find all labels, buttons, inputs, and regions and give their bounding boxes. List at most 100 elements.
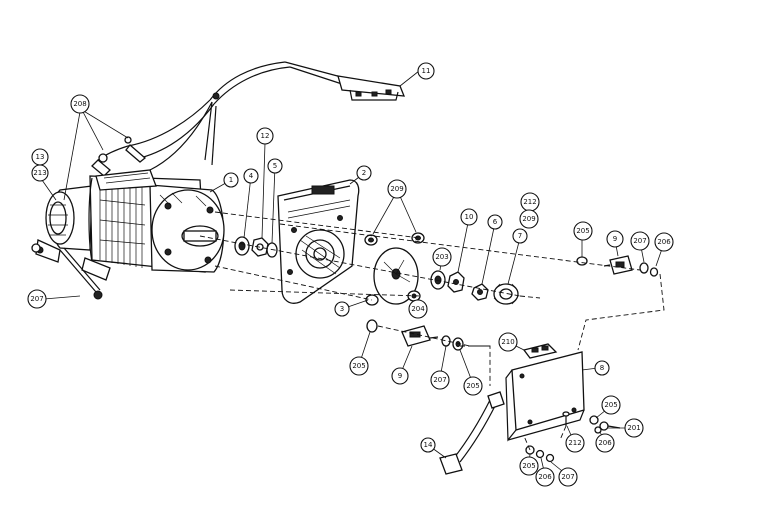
- callout-label: 209: [522, 215, 535, 223]
- nut-206c: [535, 449, 545, 459]
- callout-label: 12: [261, 132, 270, 140]
- callout-label: 204: [411, 305, 425, 313]
- callout-label: 205: [522, 462, 535, 470]
- callout-c11: 11: [417, 62, 435, 80]
- callout-label: 212: [523, 198, 536, 206]
- callout-label: 6: [493, 218, 498, 226]
- callout-c204: 204: [408, 299, 428, 319]
- callout-label: 210: [501, 338, 514, 346]
- washer-207a: [639, 262, 649, 274]
- callout-c205d: 205: [601, 395, 621, 415]
- gear-7: [493, 283, 519, 305]
- callout-c8: 8: [594, 360, 610, 376]
- callout-c206c: 206: [535, 467, 555, 487]
- callout-label: 207: [633, 237, 646, 245]
- washer-201: [599, 421, 621, 431]
- disc: [373, 247, 419, 305]
- nut-10: [447, 271, 465, 293]
- washer-207d: [545, 453, 555, 463]
- callout-c207b: 207: [27, 289, 47, 309]
- motor-housing: [31, 169, 225, 300]
- callout-label: 3: [340, 305, 344, 313]
- callout-c206a: 206: [654, 232, 674, 252]
- callout-label: 206: [598, 439, 612, 447]
- callout-label: 2: [362, 169, 366, 177]
- callout-label: 207: [561, 473, 574, 481]
- callout-c1: 1: [223, 172, 239, 188]
- callout-label: 4: [249, 172, 254, 180]
- callout-c7: 7: [512, 228, 528, 244]
- callout-c5: 5: [267, 158, 283, 174]
- callout-c2: 2: [356, 165, 372, 181]
- nut-6: [471, 283, 489, 301]
- nut-206b: [594, 426, 602, 434]
- callout-c4: 4: [243, 168, 259, 184]
- callout-c207a: 207: [630, 231, 650, 251]
- screw-212b: [562, 411, 570, 426]
- callout-label: 11: [422, 67, 431, 75]
- callout-label: 206: [657, 238, 671, 246]
- callout-c210: 210: [498, 332, 518, 352]
- callout-label: 8: [600, 364, 604, 372]
- callout-c213: 213: [31, 164, 49, 182]
- callout-label: 10: [465, 213, 474, 221]
- callout-label: 206: [538, 473, 552, 481]
- callout-c207d: 207: [558, 467, 578, 487]
- callout-label: 203: [435, 253, 448, 261]
- washer-4: [234, 236, 250, 256]
- callout-c208: 208: [70, 94, 90, 114]
- callout-label: 212: [568, 439, 581, 447]
- callout-c209b: 209: [519, 209, 539, 229]
- callout-label: 207: [30, 295, 43, 303]
- callout-label: 5: [273, 162, 277, 170]
- control-box: [505, 343, 585, 442]
- callout-c212a: 212: [520, 192, 540, 212]
- callout-label: 205: [604, 401, 617, 409]
- callout-label: 1: [229, 176, 233, 184]
- callout-label: 209: [390, 185, 403, 193]
- callout-label: 7: [518, 232, 522, 240]
- brush-holder-9a: [603, 255, 633, 275]
- callout-c203: 203: [432, 247, 452, 267]
- wiring-harness: [91, 61, 405, 177]
- callout-c9a: 9: [606, 230, 624, 248]
- callout-label: 9: [398, 372, 402, 380]
- callout-label: 13: [36, 153, 45, 161]
- callout-c14: 14: [420, 437, 436, 453]
- callout-label: 201: [627, 424, 640, 432]
- callout-c209a: 209: [387, 179, 407, 199]
- assembly-center-lines: [199, 211, 665, 451]
- callout-c201: 201: [624, 418, 644, 438]
- screw-209a: [364, 234, 378, 246]
- callout-label: 9: [613, 235, 617, 243]
- callout-c12: 12: [256, 127, 274, 145]
- callout-label: 207: [433, 376, 446, 384]
- callout-c9b: 9: [391, 367, 409, 385]
- callout-label: 205: [466, 382, 479, 390]
- callout-label: 213: [33, 169, 46, 177]
- brush-holder-9b: [401, 325, 439, 347]
- callout-c205c: 205: [463, 376, 483, 396]
- callout-c13: 13: [31, 148, 49, 166]
- power-cord: [439, 391, 505, 475]
- washer-205a: [576, 256, 588, 266]
- callout-label: 205: [576, 227, 589, 235]
- callout-label: 205: [352, 362, 365, 370]
- callout-c205b: 205: [349, 356, 369, 376]
- callout-c3: 3: [334, 301, 350, 317]
- callout-c10: 10: [460, 208, 478, 226]
- callout-c207c: 207: [430, 370, 450, 390]
- washer-205c: [452, 337, 464, 351]
- washer-205b: [366, 319, 378, 333]
- callout-label: 14: [424, 441, 433, 449]
- callout-c6: 6: [487, 214, 503, 230]
- stator-windings: [99, 180, 146, 268]
- bushing-203: [430, 270, 446, 290]
- callout-c212b: 212: [565, 433, 585, 453]
- callout-c205a: 205: [573, 221, 593, 241]
- callout-label: 208: [73, 100, 86, 108]
- callout-c205e: 205: [519, 456, 539, 476]
- nut-206a: [649, 267, 659, 277]
- callout-c206b: 206: [595, 433, 615, 453]
